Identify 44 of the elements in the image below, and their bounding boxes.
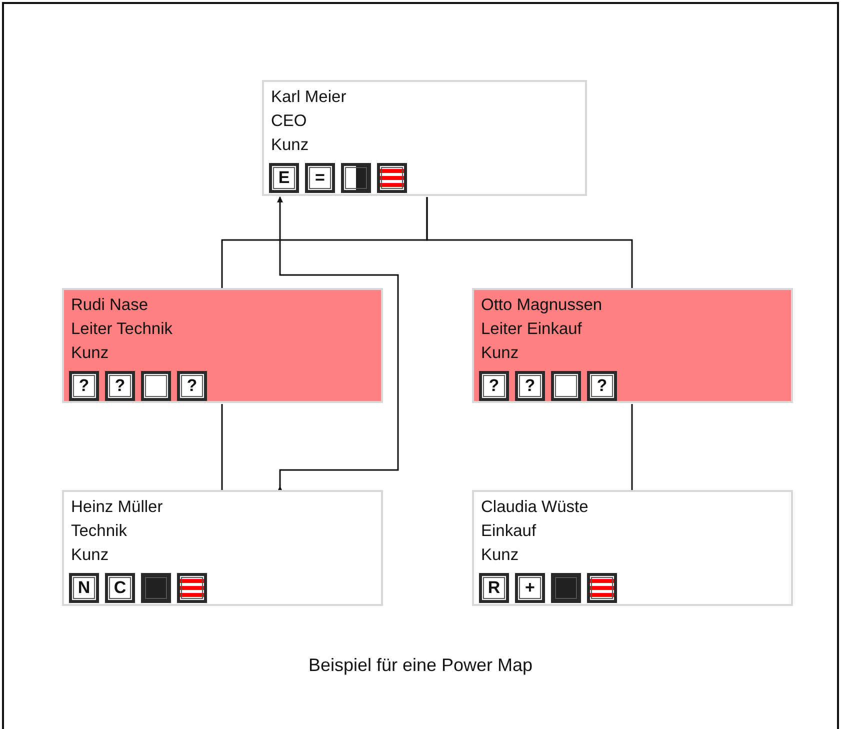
relation-text: Kunz bbox=[71, 343, 109, 363]
letter-tile: ? bbox=[69, 371, 99, 401]
caption: Beispiel für eine Power Map bbox=[307, 655, 534, 676]
job-title: CEO bbox=[271, 111, 307, 131]
connector-line bbox=[221, 404, 223, 490]
letter-tile: ? bbox=[515, 371, 545, 401]
letter-tile: E bbox=[269, 163, 299, 193]
person-card bbox=[472, 490, 793, 606]
letter-tile: ? bbox=[105, 371, 135, 401]
person-name: Rudi Nase bbox=[71, 295, 148, 315]
striped-tile bbox=[177, 573, 207, 603]
job-title: Leiter Technik bbox=[71, 319, 173, 339]
person-card bbox=[62, 490, 383, 606]
person-card bbox=[62, 288, 383, 403]
letter-tile: ? bbox=[587, 371, 617, 401]
blank-tile bbox=[551, 371, 581, 401]
half-filled-tile bbox=[341, 163, 371, 193]
letter-tile: = bbox=[305, 163, 335, 193]
person-name: Karl Meier bbox=[271, 87, 346, 107]
filled-tile bbox=[551, 573, 581, 603]
connector-line bbox=[426, 197, 633, 288]
connector-line bbox=[631, 404, 633, 490]
person-name: Claudia Wüste bbox=[481, 497, 588, 517]
job-title: Technik bbox=[71, 521, 127, 541]
relation-text: Kunz bbox=[71, 545, 109, 565]
letter-tile: + bbox=[515, 573, 545, 603]
striped-tile bbox=[587, 573, 617, 603]
letter-tile: C bbox=[105, 573, 135, 603]
letter-tile: ? bbox=[479, 371, 509, 401]
person-name: Otto Magnussen bbox=[481, 295, 602, 315]
letter-tile: ? bbox=[177, 371, 207, 401]
job-title: Leiter Einkauf bbox=[481, 319, 582, 339]
letter-tile: R bbox=[479, 573, 509, 603]
letter-tile: N bbox=[69, 573, 99, 603]
person-card bbox=[472, 288, 793, 403]
blank-tile bbox=[141, 371, 171, 401]
relation-text: Kunz bbox=[481, 343, 519, 363]
relation-text: Kunz bbox=[271, 135, 309, 155]
person-card bbox=[262, 80, 587, 196]
striped-tile bbox=[377, 163, 407, 193]
person-name: Heinz Müller bbox=[71, 497, 163, 517]
relation-text: Kunz bbox=[481, 545, 519, 565]
job-title: Einkauf bbox=[481, 521, 536, 541]
filled-tile bbox=[141, 573, 171, 603]
